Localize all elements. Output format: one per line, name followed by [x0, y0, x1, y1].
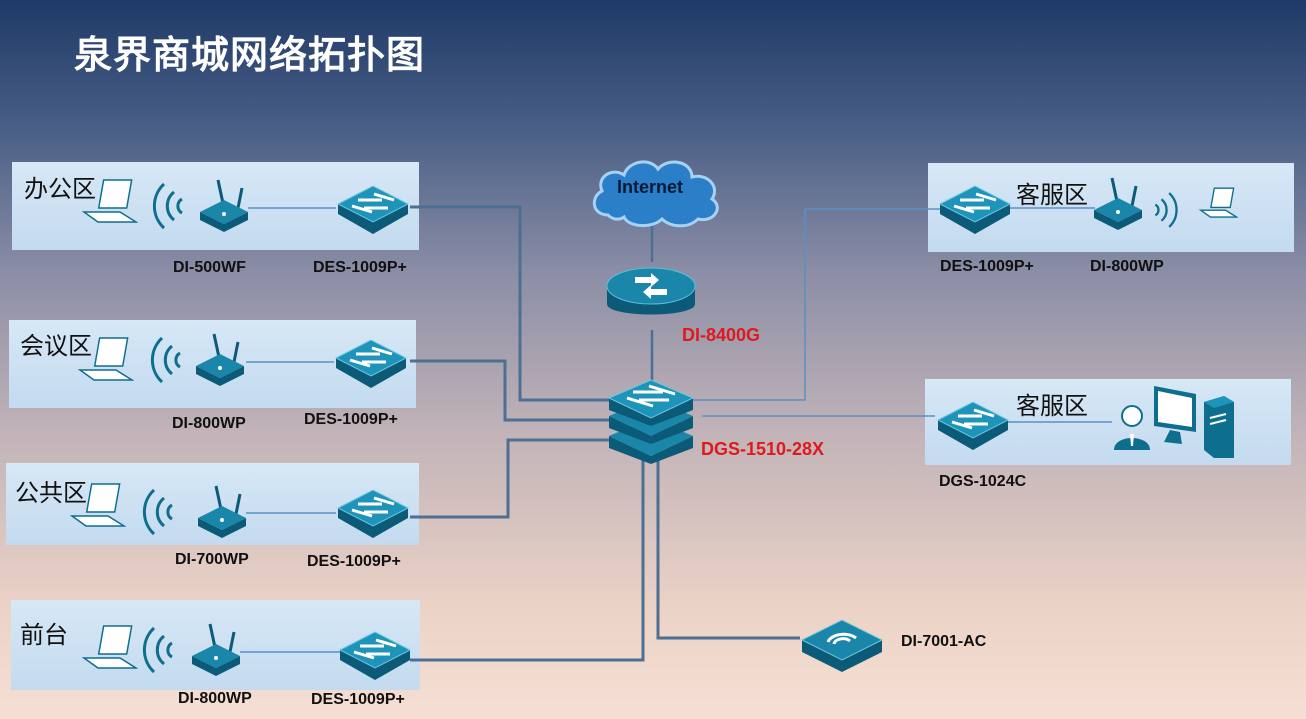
- ap-model-label: DI-800WP: [172, 415, 246, 432]
- core-router-label: DI-8400G: [682, 325, 761, 345]
- wifi-signal-icon: [152, 182, 183, 230]
- switch-model-label: DGS-1024C: [939, 473, 1027, 490]
- ap-model-label: DI-800WP: [1090, 258, 1164, 275]
- laptop-icon: [81, 625, 138, 669]
- poe-switch-icon: [336, 185, 410, 234]
- switch-model-label: DES-1009P+: [313, 259, 407, 276]
- link-front: [410, 455, 645, 662]
- laptop-icon: [69, 483, 126, 527]
- switch-model-label: DES-1009P+: [304, 411, 398, 428]
- wifi-signal-icon: [150, 336, 181, 384]
- switch-model-label: DES-1009P+: [307, 553, 401, 570]
- poe-switch-icon: [938, 185, 1012, 234]
- core-switch-icon: [607, 379, 695, 464]
- core-switch-label: DGS-1510-28X: [701, 439, 825, 459]
- poe-switch-icon: [334, 339, 408, 388]
- laptop-icon: [1198, 187, 1238, 218]
- zone-name: 公共区: [15, 480, 87, 507]
- desktop-computer-icon: [1154, 386, 1234, 458]
- wireless-ap-icon: [1094, 177, 1142, 230]
- link-service-1: [690, 208, 942, 401]
- wifi-signal-icon: [1154, 192, 1178, 228]
- wireless-ap-icon: [198, 485, 246, 538]
- switch-model-label: DES-1009P+: [311, 691, 405, 708]
- wifi-signal-icon: [142, 626, 173, 674]
- link-meeting: [410, 359, 615, 422]
- user-icon: [1114, 405, 1150, 450]
- internet-label: Internet: [617, 177, 684, 197]
- internet-cloud-icon: [592, 160, 719, 228]
- zone-name: 客服区: [1016, 393, 1088, 420]
- zone-name: 办公区: [24, 176, 96, 203]
- laptop-icon: [77, 337, 134, 381]
- wireless-ap-icon: [192, 623, 240, 676]
- wireless-ap-icon: [196, 333, 244, 386]
- zone-name: 前台: [20, 622, 68, 649]
- poe-switch-icon: [336, 489, 410, 538]
- laptop-icon: [81, 179, 138, 223]
- ac-label: DI-7001-AC: [901, 633, 987, 650]
- poe-switch-icon: [338, 631, 412, 680]
- link-office: [410, 205, 615, 402]
- ap-model-label: DI-700WP: [175, 551, 249, 568]
- link-public: [410, 438, 615, 519]
- switch-model-label: DES-1009P+: [940, 258, 1034, 275]
- wifi-signal-icon: [142, 488, 173, 536]
- ap-model-label: DI-800WP: [178, 690, 252, 707]
- wireless-ap-icon: [200, 179, 248, 232]
- link-ac: [656, 455, 800, 640]
- ap-model-label: DI-500WF: [173, 259, 246, 276]
- zone-name: 会议区: [20, 333, 92, 360]
- access-controller-icon: [800, 619, 884, 672]
- zone-name: 客服区: [1016, 182, 1088, 209]
- page-title: 泉界商城网络拓扑图: [74, 35, 426, 77]
- router-icon: [606, 267, 696, 315]
- gigabit-switch-icon: [936, 401, 1010, 450]
